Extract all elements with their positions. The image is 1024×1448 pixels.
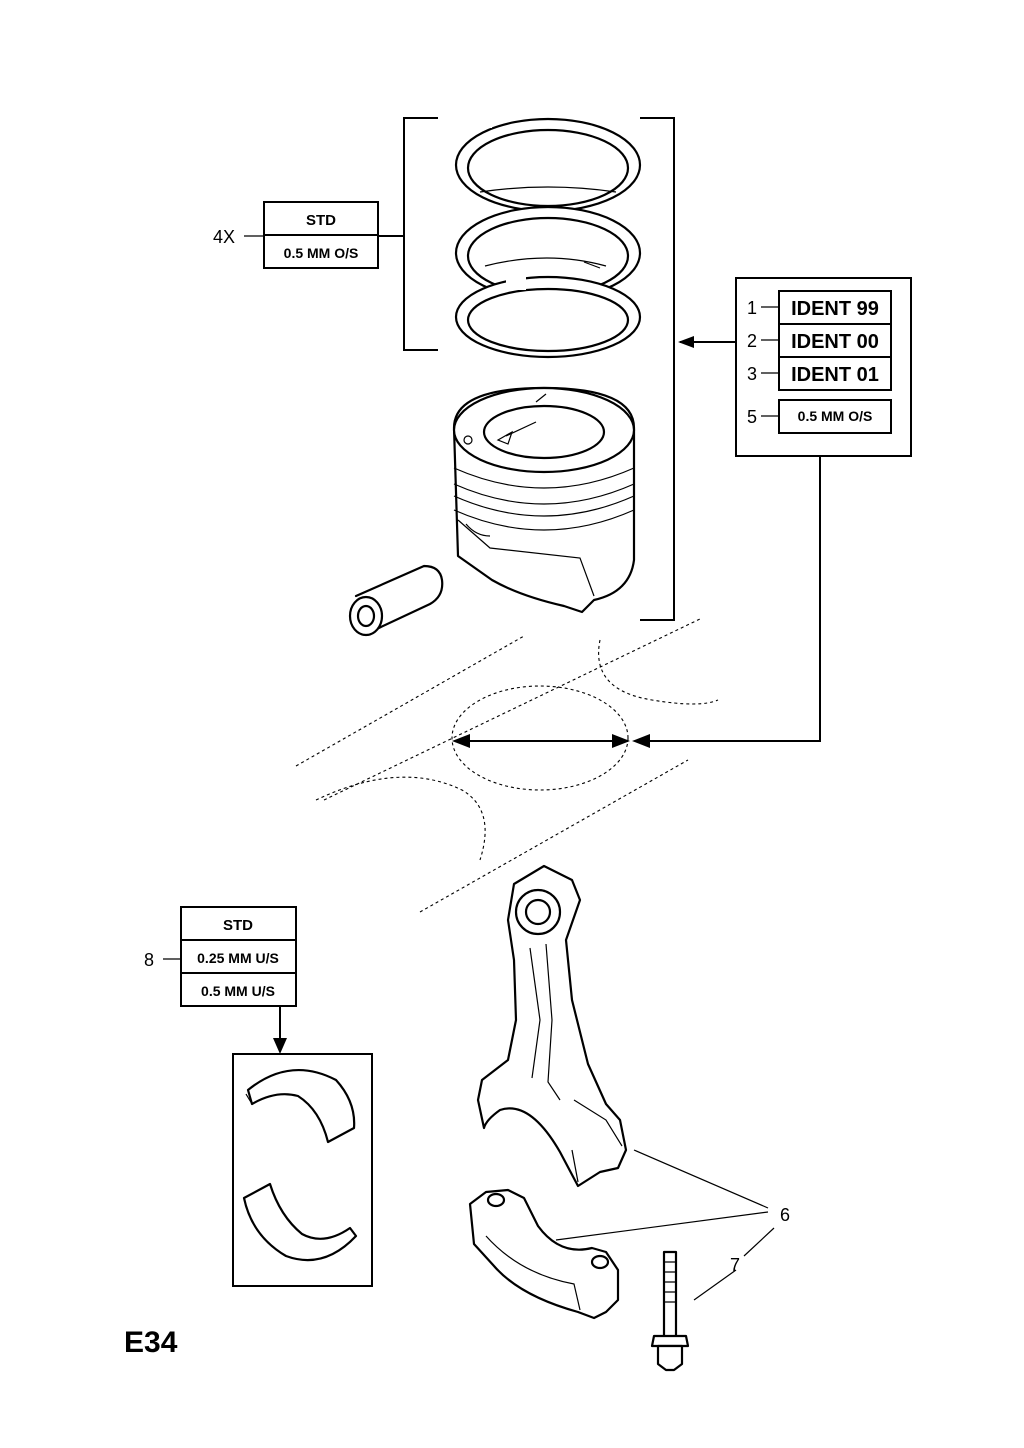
piston	[452, 386, 636, 614]
ident-oversize-label: 0.5 MM O/S	[798, 408, 873, 424]
bearing-size-05-undersize: 0.5 MM U/S	[201, 983, 275, 999]
piston-assembly-bracket	[640, 117, 736, 621]
bearing-size-025-undersize: 0.25 MM U/S	[197, 950, 279, 966]
conrod-bearing-cap	[468, 1188, 620, 1320]
piston-ring-middle	[454, 205, 642, 301]
ring-quantity-label: 4X	[213, 227, 235, 247]
bearing-size-std: STD	[223, 917, 253, 934]
page-code: E34	[124, 1326, 178, 1359]
piston-ring-oil	[454, 275, 642, 359]
piston-ident-table: 1 2 3 5 IDENT 99 IDENT 00 IDENT 01 0.5 M…	[735, 277, 912, 457]
ident-00-label: IDENT 00	[791, 331, 879, 353]
bearing-callout-number: 8	[144, 950, 154, 970]
piston-rings-bracket	[378, 117, 438, 351]
bearing-shell-lower	[242, 1182, 358, 1262]
bearing-shell-upper	[245, 1069, 356, 1144]
bolt-callout-number: 7	[730, 1255, 740, 1275]
callout-leaders	[555, 1149, 775, 1301]
bore-diameter-arrow	[452, 456, 821, 748]
ident-item-number-2: 2	[747, 331, 757, 351]
bearing-size-table: STD 0.25 MM U/S 0.5 MM U/S	[180, 906, 297, 1007]
piston-ring-top	[454, 116, 642, 213]
ident-01-label: IDENT 01	[791, 364, 879, 386]
bearing-shells-frame	[232, 1006, 373, 1287]
cylinder-block-outline	[295, 617, 719, 913]
ring-size-oversize: 0.5 MM O/S	[284, 245, 359, 261]
ring-size-table: STD 0.5 MM O/S	[263, 201, 379, 269]
connecting-rod	[476, 864, 628, 1188]
ident-item-number-3: 3	[747, 364, 757, 384]
conrod-bolt	[650, 1250, 690, 1372]
piston-pin	[348, 564, 444, 637]
ident-99-label: IDENT 99	[791, 298, 879, 320]
ident-item-number-5: 5	[747, 407, 757, 427]
ring-size-std: STD	[306, 212, 336, 229]
ident-item-number-1: 1	[747, 298, 757, 318]
conrod-callout-number: 6	[780, 1205, 790, 1225]
